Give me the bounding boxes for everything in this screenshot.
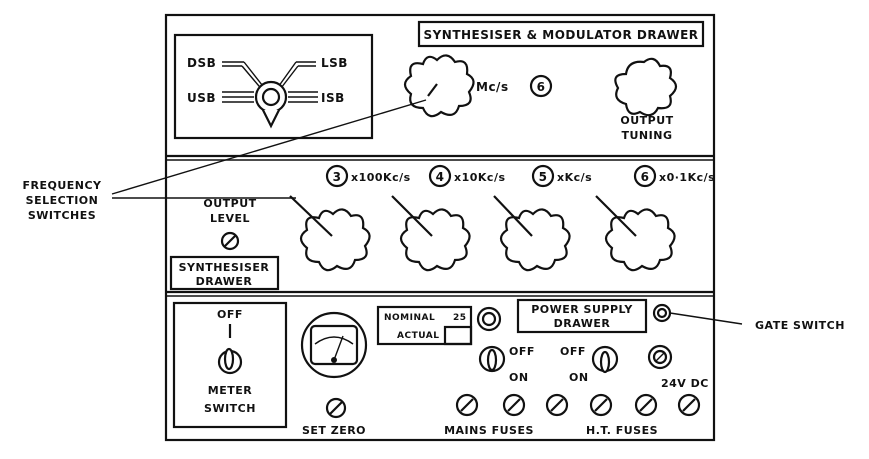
decade-digit: 6: [641, 170, 650, 184]
nominal-value: 25: [453, 313, 467, 323]
dc-indicator-lamp: [647, 344, 673, 370]
set-zero-screw[interactable]: [325, 397, 347, 419]
leader-line: [669, 312, 743, 325]
output-tuning-label-1: OUTPUT: [620, 114, 673, 127]
callout-frequency: FREQUENCY: [22, 179, 102, 192]
synthesiser-drawer-title-2: DRAWER: [196, 275, 253, 288]
decade-digit: 5: [539, 170, 548, 184]
power-toggle-left[interactable]: [478, 345, 506, 373]
mains-fuse-2[interactable]: [502, 393, 526, 417]
decade-knob-100k[interactable]: [289, 195, 371, 272]
set-zero-label: SET ZERO: [302, 424, 366, 437]
decade-digit-window: [325, 164, 349, 188]
power-supply-title-box: [516, 298, 648, 334]
output-tuning-knob[interactable]: [614, 57, 678, 117]
mcs-frequency-knob[interactable]: [403, 54, 475, 118]
mode-label-lsb: LSB: [321, 56, 348, 70]
decade-knob-0-1k[interactable]: [595, 195, 676, 272]
synthesiser-drawer: 3 x100Kc/s 4 x10Kc/s 5 xKc/s 6 x0·1Kc/s: [169, 164, 715, 291]
power-supply-drawer: OFF METER SWITCH SET ZERO NOMINAL 25 ACT…: [172, 298, 709, 437]
output-level-label-2: LEVEL: [210, 212, 250, 225]
mode-label-isb: ISB: [321, 91, 345, 105]
mode-label-dsb: DSB: [187, 56, 216, 70]
synthesiser-drawer-title-box: [169, 255, 280, 291]
decade-digit: 4: [436, 170, 445, 184]
ht-fuse-1[interactable]: [545, 393, 569, 417]
leader-line: [111, 99, 427, 195]
dc-label: 24V DC: [661, 377, 709, 390]
output-tuning-label-2: TUNING: [622, 129, 673, 142]
synth-modulator-title-box: [417, 20, 705, 48]
meter-off-label: OFF: [217, 308, 243, 321]
mcs-label: Mc/s: [476, 80, 509, 94]
toggle-right-on-label: ON: [569, 371, 589, 384]
toggle-left-on-label: ON: [509, 371, 529, 384]
callout-switches: SWITCHES: [28, 209, 96, 222]
output-level-label-1: OUTPUT: [203, 197, 256, 210]
decade-digit-window: [633, 164, 657, 188]
decade-label: x10Kc/s: [454, 171, 506, 184]
decade-knob-1k[interactable]: [493, 195, 571, 272]
callout-selection: SELECTION: [26, 194, 99, 207]
mode-label-usb: USB: [187, 91, 216, 105]
synth-modulator-title: SYNTHESISER & MODULATOR DRAWER: [423, 28, 698, 42]
actual-label: ACTUAL: [397, 331, 439, 341]
meter-switch-toggle[interactable]: [217, 347, 243, 375]
decade-label: xKc/s: [557, 171, 592, 184]
decade-knob-10k[interactable]: [391, 195, 471, 272]
synthesiser-drawer-title-1: SYNTHESISER: [179, 261, 270, 274]
decade-digit-window: [531, 164, 555, 188]
mcs-digit: 6: [537, 80, 546, 94]
mains-fuses-label: MAINS FUSES: [444, 424, 534, 437]
power-supply-title-1: POWER SUPPLY: [531, 303, 633, 316]
frequency-selection-callout: FREQUENCY SELECTION SWITCHES: [22, 99, 427, 222]
decade-labels: 3 x100Kc/s 4 x10Kc/s 5 xKc/s 6 x0·1Kc/s: [325, 164, 715, 188]
toggle-right-off-label: OFF: [560, 345, 586, 358]
gate-switch-callout: GATE SWITCH: [669, 312, 845, 332]
ht-fuse-4[interactable]: [677, 393, 701, 417]
meter-switch-label-1: METER: [208, 384, 252, 397]
voltmeter: [300, 311, 368, 379]
meter-switch-label-2: SWITCH: [204, 402, 256, 415]
nominal-label: NOMINAL: [384, 313, 435, 323]
cabinet-outline: [164, 13, 716, 442]
callout-gate-switch: GATE SWITCH: [755, 319, 845, 332]
decade-digit-window: [428, 164, 452, 188]
decade-label: x100Kc/s: [351, 171, 411, 184]
mode-selector-knob[interactable]: [254, 80, 288, 129]
power-toggle-right[interactable]: [591, 345, 619, 374]
synth-modulator-drawer: SYNTHESISER & MODULATOR DRAWER DSB LSB U…: [173, 20, 705, 142]
output-level-screw[interactable]: [220, 231, 240, 251]
indicator-lamp: [476, 306, 502, 332]
toggle-left-off-label: OFF: [509, 345, 535, 358]
mode-selector-panel: [173, 33, 374, 140]
ht-fuse-2[interactable]: [589, 393, 613, 417]
nominal-actual-box: [376, 305, 473, 346]
mcs-digit-window: [529, 74, 553, 98]
meter-needle: [333, 335, 344, 361]
knob-pointer: [427, 83, 438, 97]
decade-label: x0·1Kc/s: [659, 171, 715, 184]
gate-switch[interactable]: [652, 303, 672, 323]
mains-fuse-1[interactable]: [455, 393, 479, 417]
meter-switch-panel: [172, 301, 288, 429]
ht-fuses-label: H.T. FUSES: [586, 424, 658, 437]
actual-display: [443, 325, 473, 346]
decade-digit: 3: [333, 170, 342, 184]
ht-fuse-3[interactable]: [634, 393, 658, 417]
power-supply-title-2: DRAWER: [554, 317, 611, 330]
